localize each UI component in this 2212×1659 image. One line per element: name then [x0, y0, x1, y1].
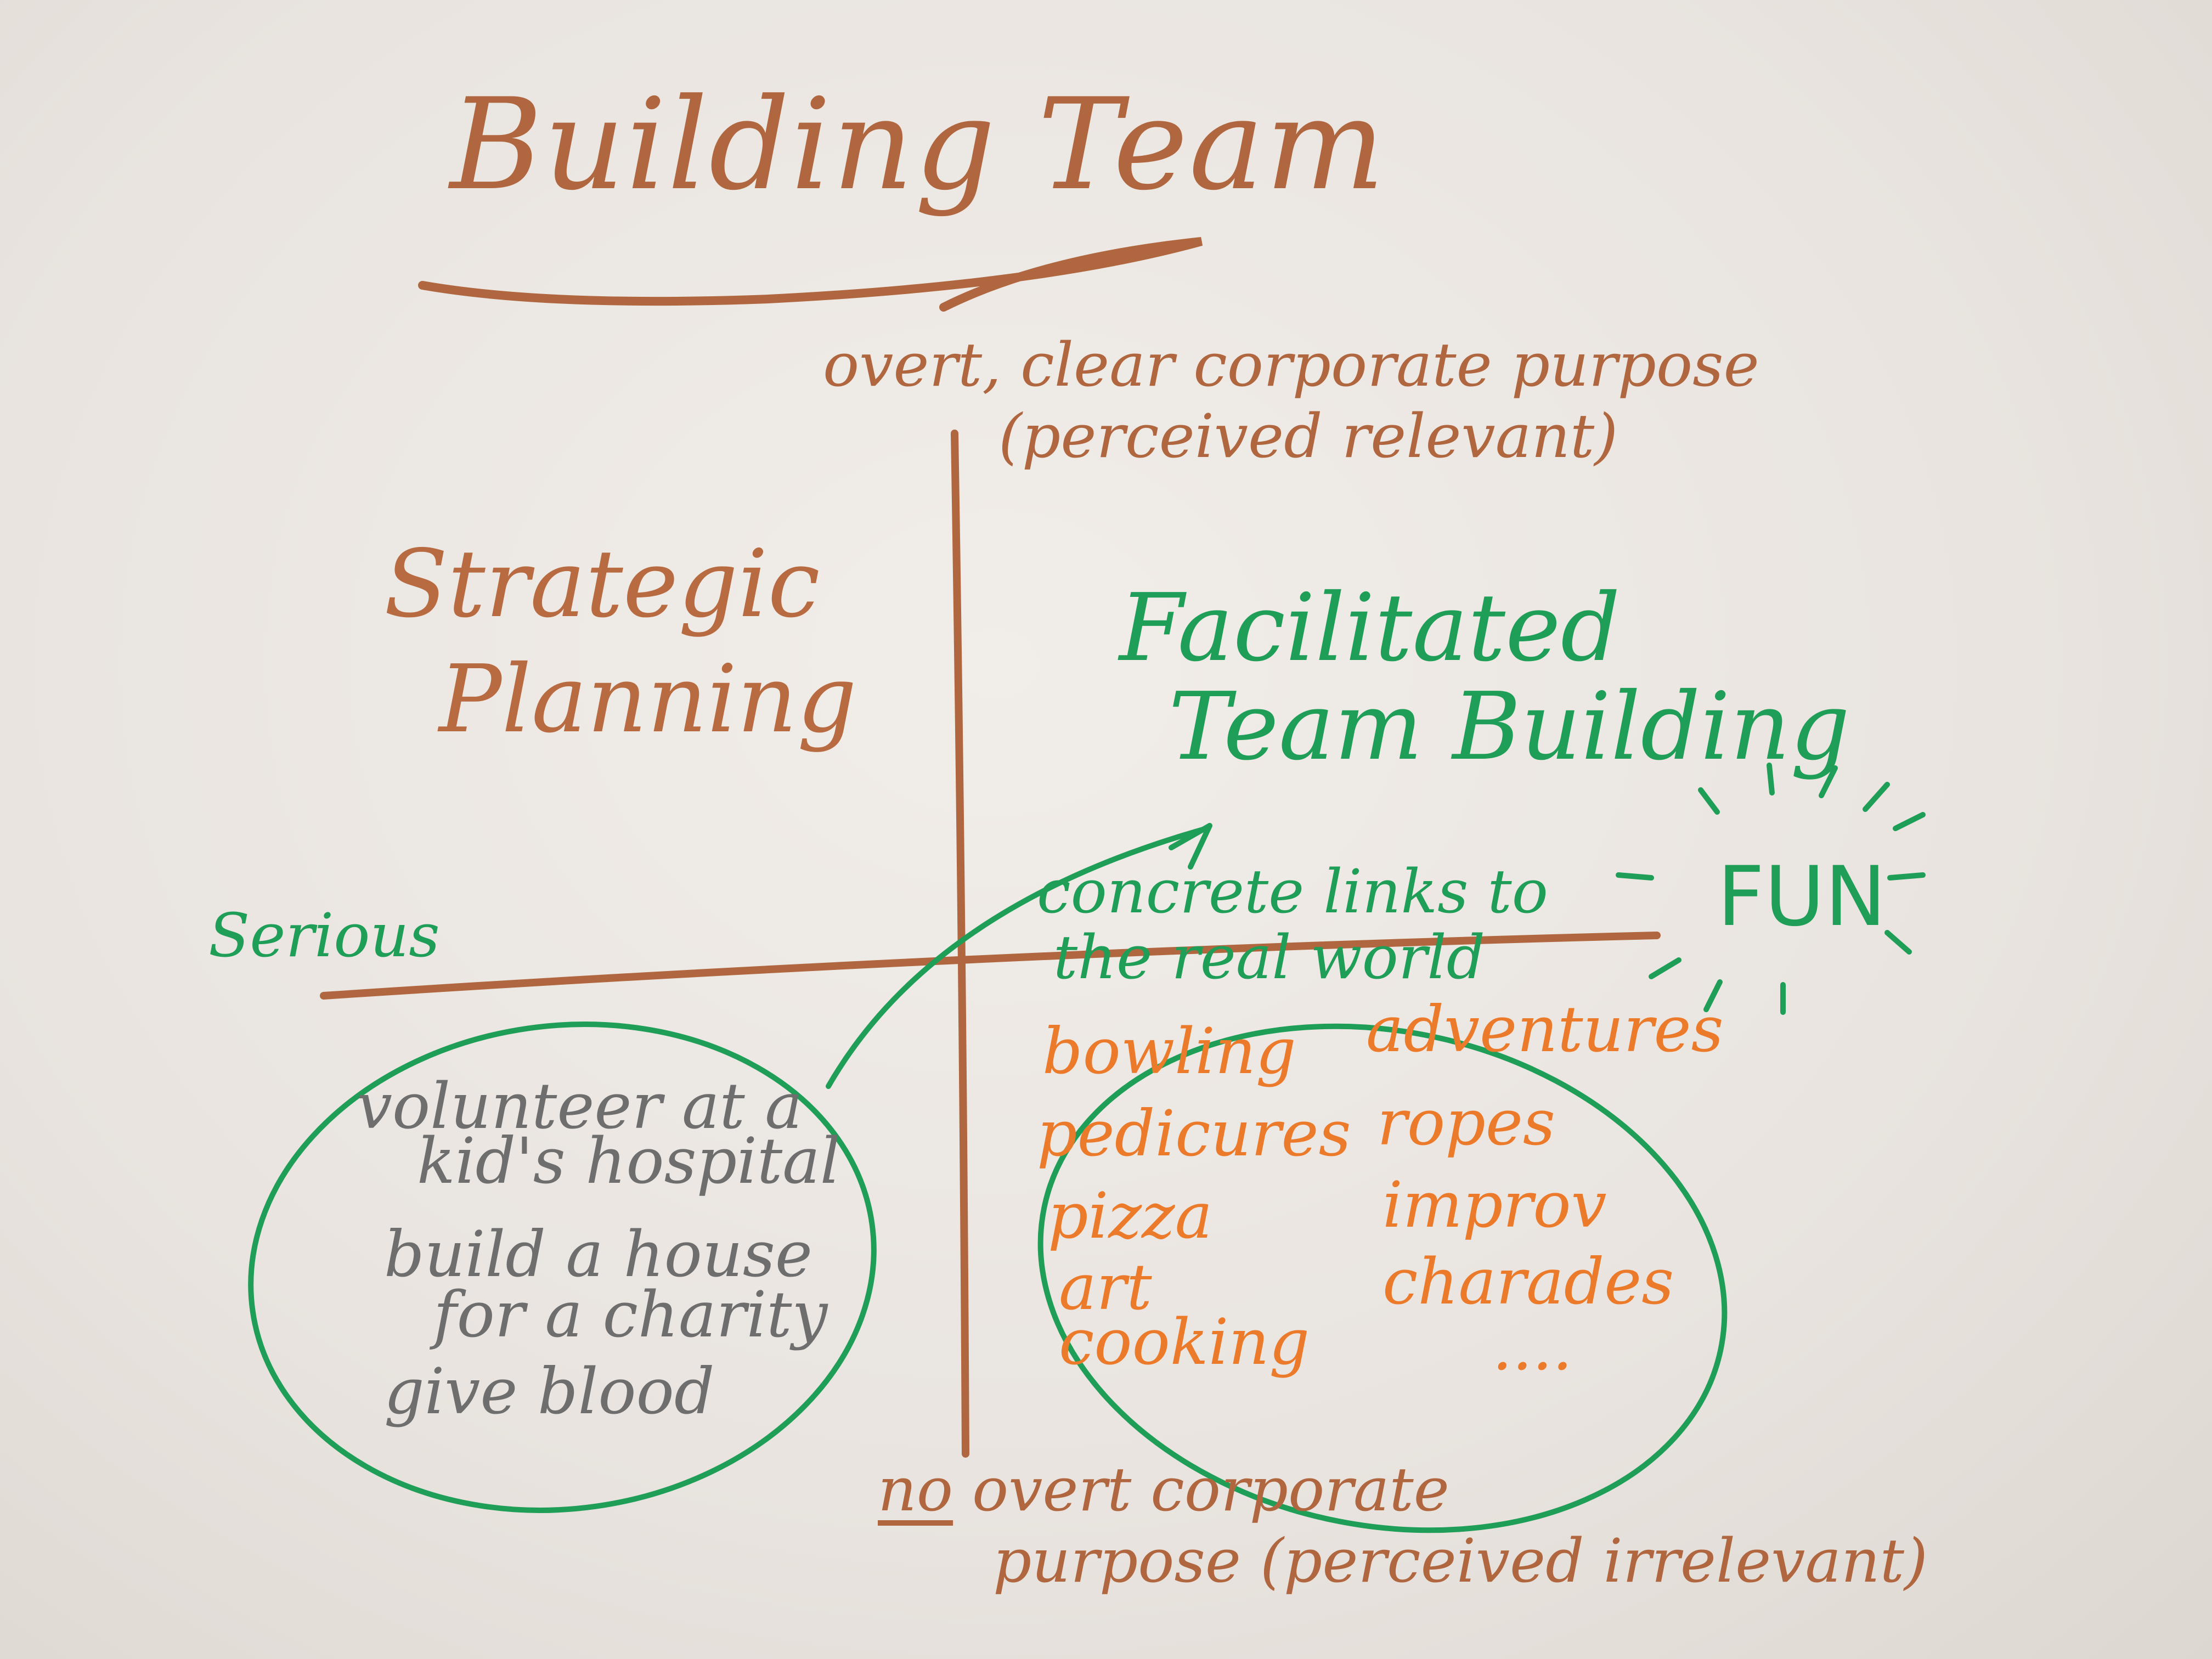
quadrant-top-left-line1: Strategic: [384, 530, 820, 639]
horizontal-axis: [320, 932, 1661, 1000]
fun-item-adventures: adventures: [1366, 993, 1724, 1066]
axis-bottom-label-line1-rest: overt corporate: [953, 1454, 1449, 1525]
diagram-title: Building Team: [450, 72, 1386, 218]
fun-item-bowling: bowling: [1042, 1015, 1296, 1088]
title-underline: [418, 237, 1203, 312]
fun-item-pedicures: pedicures: [1037, 1097, 1351, 1171]
serious-item-2: kid's hospital: [417, 1125, 840, 1198]
link-arrowhead: [1169, 823, 1212, 870]
axis-top-label-line1: overt, clear corporate purpose: [823, 330, 1759, 400]
fun-item-pizza: pizza: [1048, 1180, 1213, 1253]
axis-bottom-label-line1: no overt corporate: [878, 1459, 1449, 1520]
serious-item-3: build a house: [384, 1218, 812, 1291]
fun-activities-circle: [1037, 1023, 1728, 1533]
quadrant-top-left-line2: Planning: [439, 645, 857, 754]
fun-item-charades: charades: [1383, 1245, 1674, 1319]
axis-top-label-line2: (perceived relevant): [998, 401, 1618, 471]
serious-activities-circle: [248, 1022, 877, 1513]
serious-item-1: volunteer at a: [357, 1070, 803, 1143]
serious-item-4: for a charity: [433, 1278, 828, 1352]
arrow-note-line1: concrete links to: [1037, 856, 1548, 927]
fun-item-improv: improv: [1383, 1169, 1607, 1242]
fun-burst-rays: [1616, 763, 1926, 1015]
fun-item-art: art: [1059, 1251, 1152, 1324]
serious-item-5: give blood: [384, 1355, 715, 1429]
fun-item-ropes: ropes: [1377, 1086, 1555, 1160]
axis-bottom-no: no: [878, 1454, 953, 1525]
axis-bottom-label-line2: purpose (perceived irrelevant): [993, 1526, 1928, 1596]
axis-right-label: FUN: [1717, 849, 1887, 945]
fun-item-ellipsis: ....: [1492, 1311, 1573, 1385]
quadrant-top-right-line2: Team Building: [1169, 673, 1850, 781]
axis-left-label: Serious: [208, 900, 440, 970]
fun-item-cooking: cooking: [1059, 1306, 1310, 1379]
arrow-note-line2: the real world: [1053, 922, 1486, 992]
quadrant-top-right-line1: Facilitated: [1119, 574, 1621, 682]
link-arrow: [826, 826, 1210, 1089]
